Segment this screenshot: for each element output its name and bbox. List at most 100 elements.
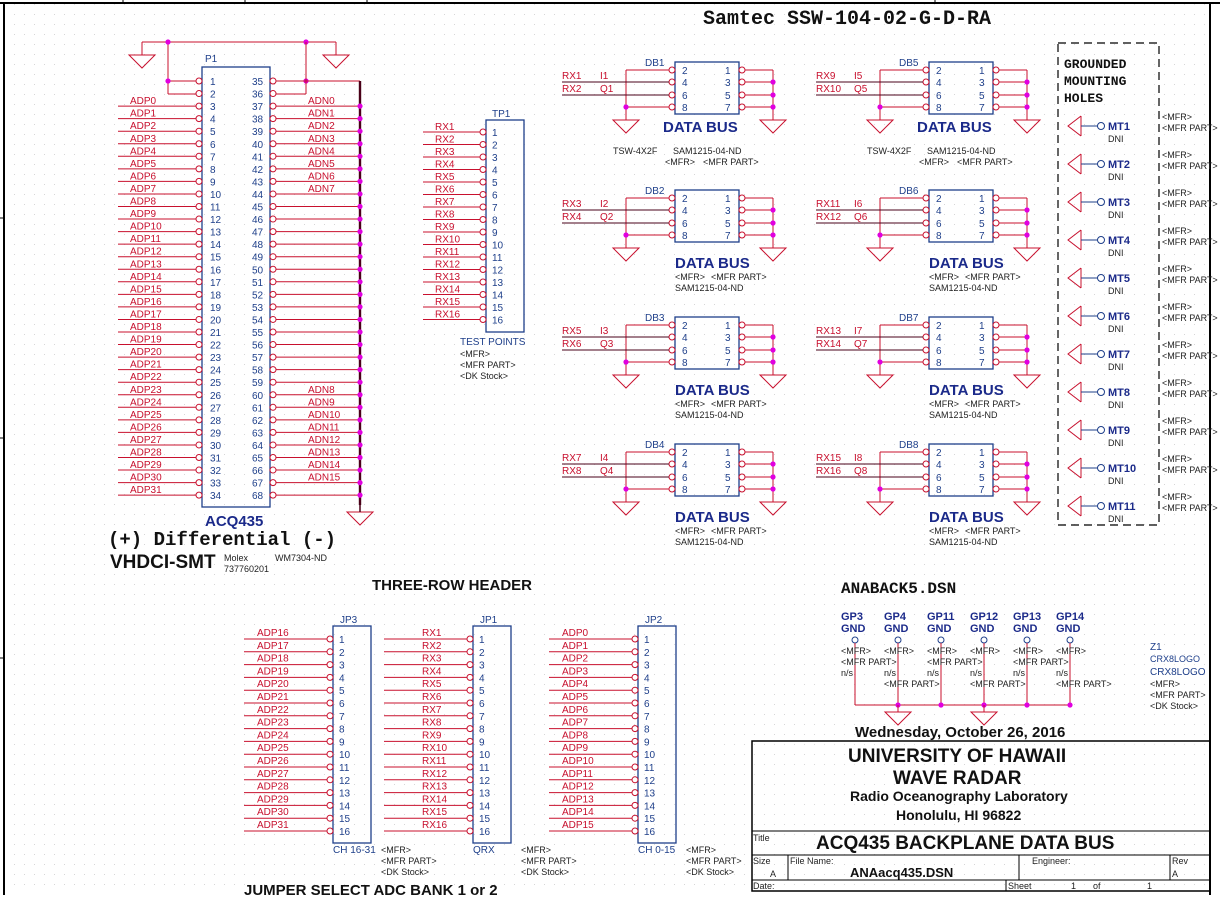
test-points-tp1[interactable]: RX11RX22RX33RX44RX55RX66RX77RX88RX99RX10… xyxy=(423,119,525,333)
pin-number: 15 xyxy=(644,814,656,825)
pin-number: 9 xyxy=(644,737,650,748)
pin-number: 13 xyxy=(644,789,656,800)
pin-number: 4 xyxy=(682,78,688,89)
pin-terminal xyxy=(195,102,203,110)
net-label: ADP10 xyxy=(130,222,162,233)
junction-dot xyxy=(1024,486,1030,492)
part-prop: <MFR PART> xyxy=(1162,427,1218,437)
mounting-hole[interactable]: MT3<MFR><MFR PART>DNI xyxy=(1067,188,1218,220)
junction-dot xyxy=(357,166,363,172)
pin-terminal xyxy=(922,194,930,202)
pin-terminal xyxy=(992,103,1000,111)
junction-dot xyxy=(357,354,363,360)
pin-number: 3 xyxy=(725,78,731,89)
part-prop: DNI xyxy=(1108,514,1124,524)
pin-terminal xyxy=(738,103,746,111)
pin-number: 37 xyxy=(252,102,264,113)
junction-dot xyxy=(357,367,363,373)
pin-terminal xyxy=(269,102,277,110)
ground-symbol xyxy=(758,501,788,516)
part-prop: <MFR PART> xyxy=(686,856,742,866)
part-prop: DNI xyxy=(1108,400,1124,410)
net-label: ADP8 xyxy=(562,730,589,741)
pin-terminal xyxy=(326,648,334,656)
part-prop: <MFR> xyxy=(970,646,1000,656)
mounting-hole[interactable]: MT6<MFR><MFR PART>DNI xyxy=(1067,302,1218,334)
junction-dot xyxy=(357,379,363,385)
net-label: ADN15 xyxy=(308,473,341,484)
design-file-label: ANABACK5.DSN xyxy=(841,580,956,598)
net-label: RX9 xyxy=(435,222,455,233)
net-label: ADN11 xyxy=(308,422,340,433)
net-label: ADN10 xyxy=(308,410,341,421)
pin-terminal xyxy=(992,91,1000,99)
logo-prop: <MFR> xyxy=(1150,679,1180,689)
pin-terminal xyxy=(269,315,277,323)
net-label: ADP4 xyxy=(562,679,589,690)
net-label: ADP28 xyxy=(130,448,162,459)
mounting-hole[interactable]: MT1<MFR><MFR PART>DNI xyxy=(1067,112,1218,144)
jumper-jp2[interactable]: JP2ADP01ADP12ADP23ADP34ADP45ADP56ADP67AD… xyxy=(549,615,742,877)
mounting-hole[interactable]: MT8<MFR><MFR PART>DNI xyxy=(1067,378,1218,410)
pin-terminal xyxy=(326,712,334,720)
pin-terminal xyxy=(992,346,1000,354)
engineer-label: Engineer: xyxy=(1032,856,1071,866)
part-number: SAM1215-04-ND xyxy=(675,283,744,293)
mounting-hole[interactable]: MT7<MFR><MFR PART>DNI xyxy=(1067,340,1218,372)
pin-number: 6 xyxy=(936,346,942,357)
pin-number: 24 xyxy=(210,366,222,377)
jumper-jp1[interactable]: JP1RX11RX22RX33RX44RX55RX66RX77RX88RX99R… xyxy=(384,615,577,877)
part-prop: <MFR PART> xyxy=(1056,679,1112,689)
mounting-hole[interactable]: MT4<MFR><MFR PART>DNI xyxy=(1067,226,1218,258)
net-label: RX13 xyxy=(816,326,841,337)
junction-dot xyxy=(357,191,363,197)
mounting-hole[interactable]: MT2<MFR><MFR PART>DNI xyxy=(1067,150,1218,182)
pin-number: 9 xyxy=(339,737,345,748)
junction-dot xyxy=(357,442,363,448)
part-prop: <MFR> xyxy=(1162,378,1192,388)
mounting-hole[interactable]: MT11<MFR><MFR PART>DNI xyxy=(1067,492,1218,524)
mounting-hole[interactable]: MT5<MFR><MFR PART>DNI xyxy=(1067,264,1218,296)
pin-terminal xyxy=(195,253,203,261)
org-line-2: WAVE RADAR xyxy=(893,768,1022,789)
mounting-hole[interactable]: MT9<MFR><MFR PART>DNI xyxy=(1067,416,1218,448)
pin-number: 3 xyxy=(725,333,731,344)
pin-number: 5 xyxy=(725,91,731,102)
pin-terminal xyxy=(668,460,676,468)
pin-terminal xyxy=(195,466,203,474)
pin-terminal xyxy=(922,78,930,86)
jumper-jp3[interactable]: JP3ADP161ADP172ADP183ADP194ADP205ADP216A… xyxy=(244,615,437,877)
pin-terminal xyxy=(922,485,930,493)
ground-symbol xyxy=(865,247,895,262)
signal-label: Q3 xyxy=(600,339,614,350)
net-label: ADP25 xyxy=(257,743,289,754)
mounting-hole[interactable]: MT10<MFR><MFR PART>DNI xyxy=(1067,454,1218,486)
pin-number: 6 xyxy=(682,91,688,102)
junction-dot xyxy=(1024,702,1030,708)
pin-terminal xyxy=(326,699,334,707)
hole-ref: MT6 xyxy=(1108,311,1130,323)
part-prop: <MFR> xyxy=(1013,646,1043,656)
ground-symbol xyxy=(1012,501,1042,516)
net-label: ADP17 xyxy=(130,309,162,320)
pin-terminal xyxy=(992,78,1000,86)
part-prop: <MFR> xyxy=(1162,302,1192,312)
part-prop: <MFR PART> xyxy=(965,526,1021,536)
pin-terminal xyxy=(269,479,277,487)
net-label: ADP5 xyxy=(562,692,589,703)
